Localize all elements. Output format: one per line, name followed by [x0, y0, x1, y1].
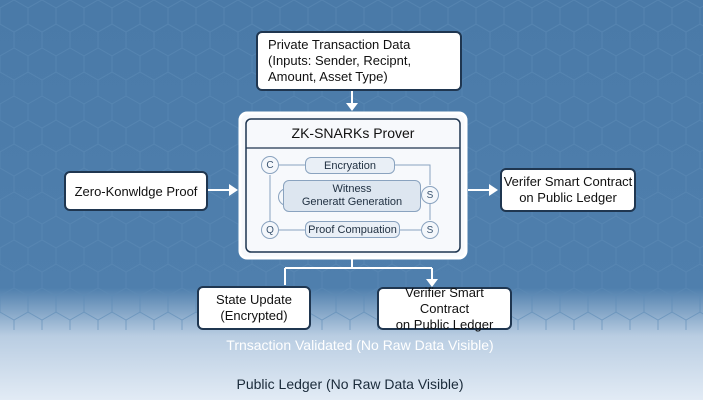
verifier-right-box: Verifer Smart Contract on Public Ledger [500, 168, 636, 212]
witness-line1: Witness [332, 183, 372, 195]
s-icon-lower: S [421, 221, 439, 239]
verifier-right-line2: on Public Ledger [519, 190, 617, 205]
verifier-right-line1: Verifer Smart Contract [503, 174, 633, 189]
verifier-bottom-line1: Verifier Smart Contract [405, 284, 484, 316]
witness-line2: Generatt Generation [301, 196, 403, 208]
verifier-bottom-line2: on Public Ledger [395, 316, 494, 332]
verifier-bottom-box: Verifier Smart Contract on Public Ledger [377, 284, 512, 332]
private-data-line2: (Inputs: Sender, Recipnt, [268, 53, 412, 68]
zk-proof-label: Zero-Konwldge Proof [74, 183, 198, 199]
private-data-line1: Private Transaction Data [268, 37, 411, 52]
transaction-validated-caption: Trnsaction Validated (No Raw Data Visibl… [226, 337, 494, 353]
state-update-line1: State Update [216, 292, 292, 307]
public-ledger-caption: Public Ledger (No Raw Data Visible) [236, 376, 464, 392]
private-transaction-data-box: Private Transaction Data (Inputs: Sender… [256, 31, 462, 91]
state-update-line2: (Encrypted) [220, 308, 288, 323]
state-update-box: State Update (Encrypted) [197, 286, 311, 330]
q-icon: Q [261, 221, 279, 239]
witness-generation-step: Witness Generatt Generation [283, 180, 421, 212]
s-icon-upper: S [421, 186, 439, 204]
prover-title: ZK-SNARKs Prover [291, 125, 415, 141]
encryption-step: Encryation [305, 157, 395, 174]
private-data-line3: Amount, Asset Type) [268, 69, 388, 84]
proof-computation-step: Proof Compuation [305, 221, 400, 238]
zero-knowledge-proof-box: Zero-Konwldge Proof [64, 171, 208, 211]
c-icon: C [261, 156, 279, 174]
